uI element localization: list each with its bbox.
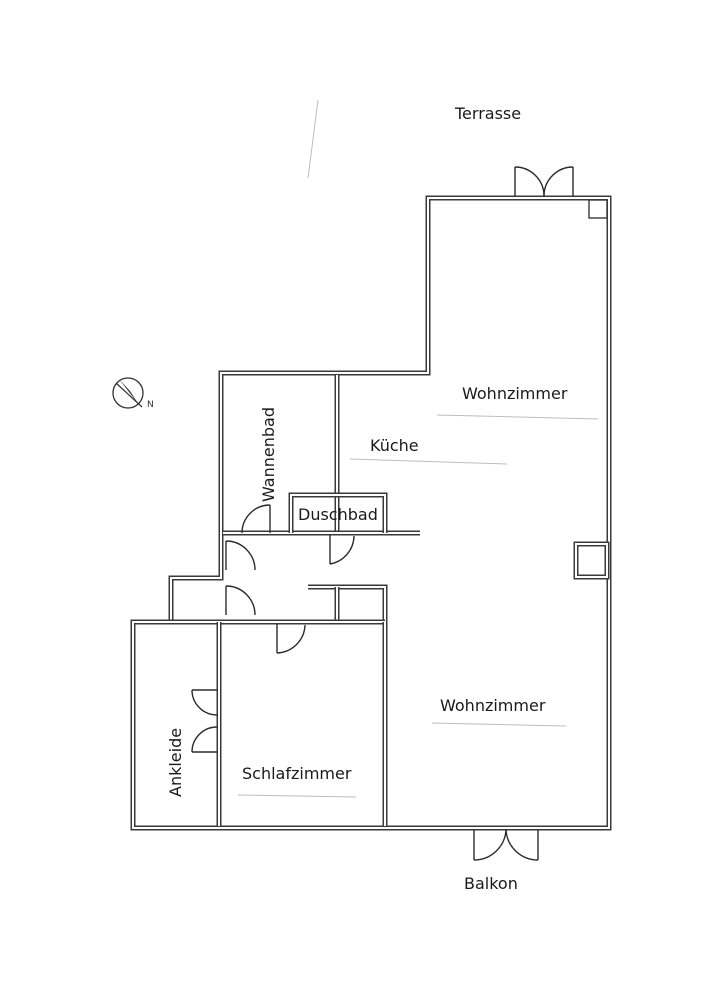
label-wohnzimmer-top: Wohnzimmer [462,384,568,403]
scan-mark [237,794,357,798]
corridor-door-upper [225,540,256,571]
ankleide-door [191,689,218,753]
label-wohnzimmer-bottom: Wohnzimmer [440,696,546,715]
scan-mark [431,722,567,727]
compass-north-label: N [147,400,154,410]
label-wannenbad: Wannenbad [259,407,278,502]
label-terrasse: Terrasse [454,104,521,123]
column-top-right [588,199,608,219]
schlafzimmer-door [276,624,306,654]
scan-mark [436,414,599,420]
scan-mark [349,458,508,465]
label-ankleide: Ankleide [166,728,185,797]
wannenbad-door [241,504,271,534]
column-right-middle [573,541,610,580]
label-schlafzimmer: Schlafzimmer [242,764,352,783]
label-balkon: Balkon [464,874,518,893]
compass-icon: N [112,377,154,410]
interior-walls [135,375,420,826]
doors [191,166,574,861]
balkon-door [473,829,539,861]
scan-mark [307,99,319,179]
label-kueche: Küche [370,436,419,455]
terrasse-door [514,166,574,197]
duschbad-door [329,535,355,565]
label-duschbad: Duschbad [298,505,378,524]
corridor-door-lower [225,585,256,616]
